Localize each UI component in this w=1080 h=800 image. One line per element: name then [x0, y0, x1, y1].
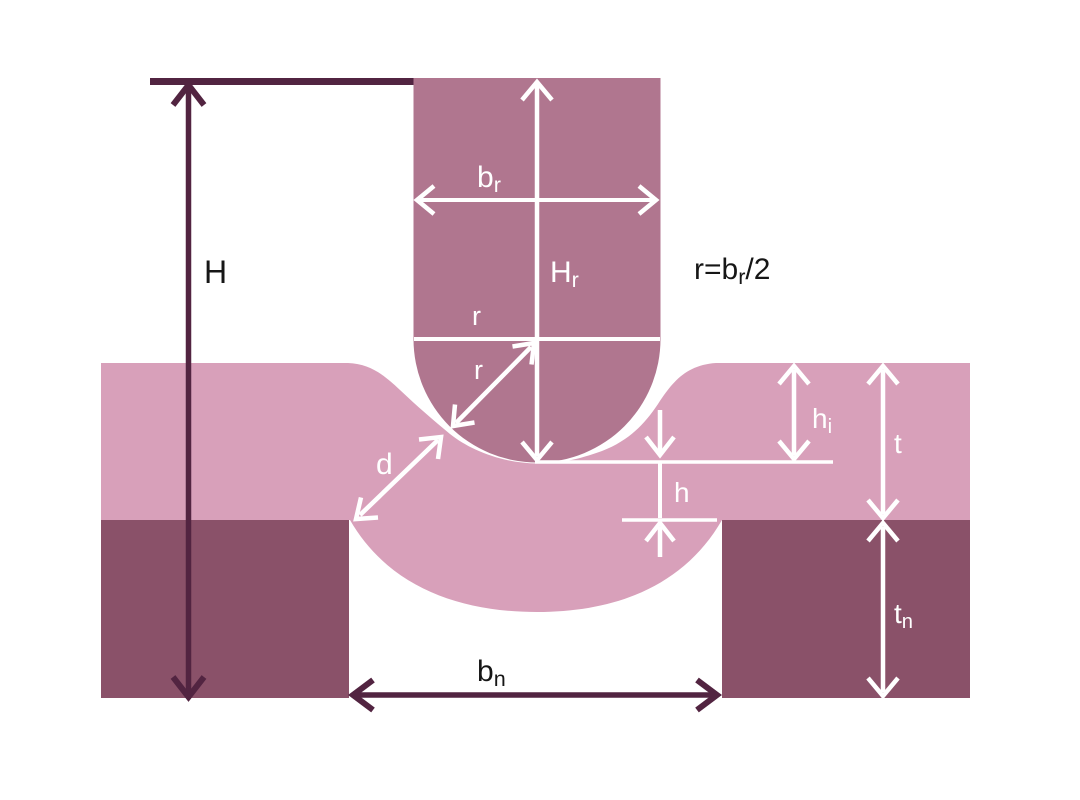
dim-h-arrow [622, 410, 717, 557]
dim-H-arrow [170, 80, 207, 702]
dim-bn-arrow [348, 677, 722, 713]
label-bn: bn [477, 655, 506, 692]
label-hi: hi [812, 403, 833, 438]
dark-dimension-lines [150, 78, 722, 713]
label-equation: r=br/2 [694, 253, 771, 290]
white-dimension-lines [353, 78, 900, 700]
dim-tn-arrow [866, 519, 900, 700]
dim-Hr-arrow [520, 78, 554, 464]
label-d: d [376, 448, 393, 481]
label-tn: tn [894, 598, 913, 633]
sheet-shape [101, 363, 970, 612]
label-r-top: r [472, 301, 481, 331]
label-H: H [204, 254, 228, 290]
dim-d-arrow [353, 434, 444, 522]
die-left-shape [101, 520, 349, 698]
dim-hi-arrow [777, 362, 811, 463]
dim-r-arrow [450, 340, 537, 429]
die-right-shape [722, 520, 970, 698]
label-Hr: Hr [550, 256, 579, 293]
label-t: t [894, 428, 902, 459]
label-r-diagonal: r [474, 355, 483, 385]
label-br: br [477, 161, 501, 198]
dim-t-arrow [866, 362, 900, 522]
label-h: h [674, 477, 690, 508]
